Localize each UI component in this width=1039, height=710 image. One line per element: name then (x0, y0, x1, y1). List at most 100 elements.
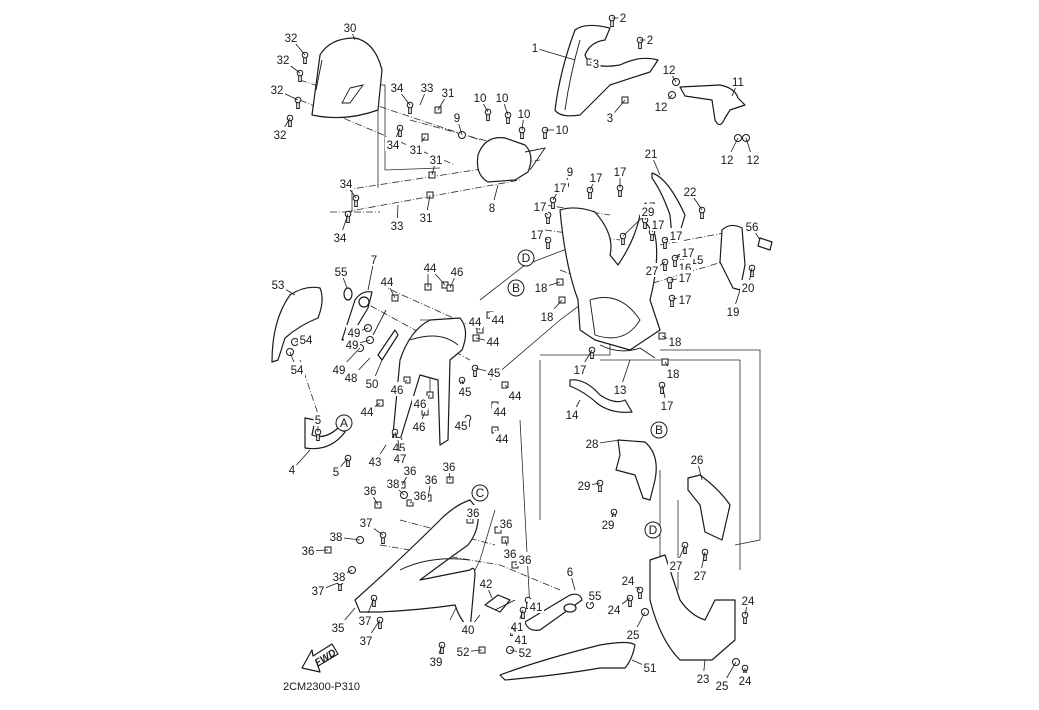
part-number-callout: 44 (509, 391, 522, 403)
callout-label-background (620, 573, 636, 587)
callout-label-background (530, 40, 540, 54)
part-number-callout: 32 (271, 85, 284, 97)
part-number-callout: 39 (430, 657, 443, 669)
callout-label-background (275, 52, 291, 66)
callout-label-background (517, 552, 533, 566)
part-number-callout: 25 (716, 681, 729, 693)
part-number-callout: 32 (285, 33, 298, 45)
callout-label-background (682, 184, 698, 198)
callout-label-background (289, 362, 305, 376)
part-number-callout: 36 (425, 475, 438, 487)
part-14-hose (569, 379, 633, 413)
callout-label-background (389, 382, 405, 396)
callout-label-background (457, 384, 473, 398)
part-number-callout: 36 (364, 486, 377, 498)
callout-label-background (584, 436, 600, 450)
callout-label-background (465, 505, 481, 519)
part-8-meter-cover (476, 137, 546, 183)
part-number-callout: 24 (742, 596, 755, 608)
bolt-icon (748, 264, 756, 277)
callout-label-background (725, 304, 741, 318)
part-number-callout: 46 (451, 267, 464, 279)
part-number-callout: 31 (420, 213, 433, 225)
callout-label-background (640, 204, 656, 218)
part-number-callout: 44 (381, 277, 394, 289)
part-number-callout: 50 (366, 379, 379, 391)
part-number-callout: 55 (589, 591, 602, 603)
part-number-callout: 17 (679, 295, 692, 307)
part-number-callout: 18 (541, 312, 554, 324)
part-number-callout: 10 (556, 125, 569, 137)
part-number-callout: 17 (661, 401, 674, 413)
bolt-icon (701, 548, 709, 561)
part-number-callout: 36 (404, 466, 417, 478)
reference-marker-D: D (644, 521, 662, 539)
bolt-icon (681, 541, 689, 554)
part-number-callout: 17 (670, 231, 683, 243)
part-number-callout: 3 (607, 113, 613, 125)
callout-label-background (719, 152, 735, 166)
part-number-callout: 19 (727, 307, 740, 319)
part-number-callout: 38 (330, 532, 343, 544)
part-number-callout: 34 (340, 179, 353, 191)
part-28-cover (615, 439, 657, 501)
callout-label-background (494, 90, 510, 104)
part-number-callout: 12 (663, 65, 676, 77)
part-number-callout: 36 (414, 491, 427, 503)
part-number-callout: 27 (694, 571, 707, 583)
callout-label-background (385, 137, 401, 151)
part-number-callout: 44 (494, 407, 507, 419)
part-number-callout: 30 (344, 23, 357, 35)
part-number-callout: 44 (361, 407, 374, 419)
callout-label-background (346, 325, 362, 339)
callout-label-background (310, 583, 326, 597)
callout-label-background (606, 602, 622, 616)
part-number-callout: 17 (652, 220, 665, 232)
callout-label-background (618, 10, 628, 24)
part-48-part-50-strips (372, 309, 399, 361)
part-30-windscreen (311, 37, 383, 119)
callout-label-background (332, 230, 348, 244)
bolt-icon (586, 186, 594, 199)
part-number-callout: 29 (578, 481, 591, 493)
callout-label-background (453, 418, 469, 432)
callout-label-background (367, 454, 383, 468)
part-number-callout: 34 (391, 83, 404, 95)
callout-label-background (507, 388, 523, 402)
part-number-callout: 7 (371, 255, 377, 267)
part-number-callout: 2 (647, 35, 653, 47)
part-56-label (757, 237, 773, 251)
part-number-callout: 54 (291, 365, 304, 377)
svg-text:B: B (512, 281, 520, 295)
callout-label-background (331, 464, 341, 478)
bolt-icon (619, 232, 627, 245)
part-number-callout: 55 (335, 267, 348, 279)
callout-label-background (328, 529, 344, 543)
bolt-icon (661, 258, 669, 271)
part-number-callout: 40 (462, 625, 475, 637)
part-number-callout: 36 (500, 519, 513, 531)
callout-label-background (362, 483, 378, 497)
part-number-callout: 49 (346, 340, 359, 352)
part-number-callout: 46 (414, 399, 427, 411)
inner-panel-assembly (559, 207, 661, 351)
part-number-callout: 37 (312, 586, 325, 598)
callout-label-background (486, 365, 502, 379)
callout-label-background (740, 593, 756, 607)
callout-label-background (408, 142, 424, 156)
callout-label-background (714, 678, 730, 692)
callout-label-background (730, 74, 746, 88)
callout-label-background (529, 227, 545, 241)
callout-label-background (331, 362, 347, 376)
part-number-callout: 32 (274, 130, 287, 142)
callout-label-background (533, 280, 549, 294)
part-6-trim (524, 593, 583, 631)
part-number-callout: 1 (532, 43, 538, 55)
bolt-icon (352, 194, 360, 207)
callout-label-background (600, 517, 616, 531)
part-26-cover (687, 474, 731, 541)
part-number-callout: 44 (469, 317, 482, 329)
part-number-callout: 28 (586, 439, 599, 451)
callout-label-background (358, 515, 374, 529)
callout-label-background (364, 376, 380, 390)
